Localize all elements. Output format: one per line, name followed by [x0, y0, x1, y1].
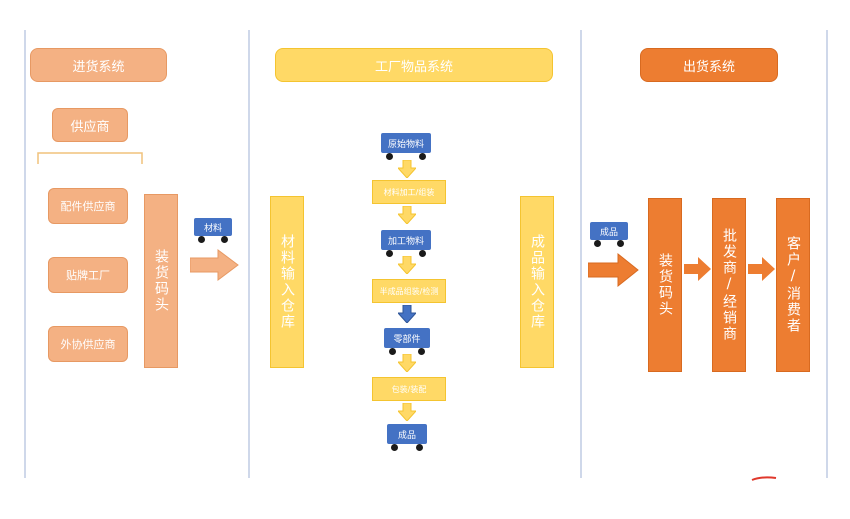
- supplier-item-0: 配件供应商: [48, 188, 128, 224]
- supplier-item-1: 贴牌工厂: [48, 257, 128, 293]
- wheel-icon: [418, 348, 425, 355]
- flow-step-3: 半成品组装/检测: [372, 279, 446, 303]
- supplier-item-2: 外协供应商: [48, 326, 128, 362]
- flow-step-1: 材料加工/组装: [372, 180, 446, 204]
- arrow-down-icon: [398, 305, 416, 323]
- arrow-down-icon: [398, 206, 416, 224]
- header-inbound: 进货系统: [30, 48, 167, 82]
- bracket: [37, 152, 143, 164]
- arrow-down-icon: [398, 160, 416, 178]
- wheel-icon: [389, 348, 396, 355]
- flow-step-6-body: 成品: [387, 424, 427, 444]
- wheel-icon: [594, 240, 601, 247]
- header-outbound-label: 出货系统: [682, 59, 735, 75]
- header-inbound-label: 进货系统: [72, 59, 125, 75]
- flow-step-2-body: 加工物料: [381, 230, 431, 250]
- arrow-right-icon: [190, 249, 239, 281]
- flow-step-6: 成品: [387, 424, 427, 451]
- flow-step-0: 原始物料: [381, 133, 431, 160]
- flow-step-5: 包装/装配: [372, 377, 446, 401]
- supplier-label: 供应商: [70, 119, 110, 135]
- divider-mid-left: [248, 30, 250, 478]
- outbound-dock-label: 装货码头: [657, 253, 673, 317]
- flow-step-5-label: 包装/装配: [391, 384, 427, 394]
- flow-step-4-body: 零部件: [384, 328, 430, 348]
- finished-warehouse: 成品输入仓库: [520, 196, 554, 368]
- divider-mid-right: [580, 30, 582, 478]
- header-outbound: 出货系统: [640, 48, 778, 82]
- arrow-right-icon: [748, 257, 775, 281]
- supplier-item-2-label: 外协供应商: [60, 338, 116, 351]
- outbound-dock: 装货码头: [648, 198, 682, 372]
- wheel-icon: [391, 444, 398, 451]
- finished-warehouse-label: 成品输入仓库: [529, 234, 545, 330]
- flow-step-2: 加工物料: [381, 230, 431, 257]
- arrow-down-icon: [398, 354, 416, 372]
- wholesale-label: 批发商/经销商: [721, 228, 737, 342]
- raw-warehouse-label: 材料输入仓库: [279, 234, 295, 330]
- flow-step-0-label: 原始物料: [387, 139, 424, 150]
- flow-step-0-body: 原始物料: [381, 133, 431, 153]
- arrow-right-icon: [684, 257, 711, 281]
- wholesale-box: 批发商/经销商: [712, 198, 746, 372]
- arrow-down-icon: [398, 403, 416, 421]
- raw-warehouse: 材料输入仓库: [270, 196, 304, 368]
- divider-right: [826, 30, 828, 478]
- flow-step-2-label: 加工物料: [387, 236, 424, 247]
- arrow-down-icon: [398, 256, 416, 274]
- truck-finished-label: 成品: [599, 227, 618, 238]
- arrow-right-icon: [588, 252, 639, 288]
- inbound-dock-label: 装货码头: [153, 249, 169, 313]
- truck-materials-label: 材料: [203, 223, 222, 234]
- header-factory: 工厂物品系统: [275, 48, 553, 82]
- truck-finished: 成品: [590, 222, 628, 247]
- customer-label: 客户/消费者: [785, 236, 801, 334]
- wheel-icon: [221, 236, 228, 243]
- flow-step-4: 零部件: [384, 328, 430, 355]
- wheel-icon: [416, 444, 423, 451]
- supplier-box: 供应商: [52, 108, 128, 142]
- flow-step-4-label: 零部件: [393, 334, 421, 345]
- flow-step-1-label: 材料加工/组装: [383, 187, 435, 197]
- truck-materials: 材料: [194, 218, 232, 243]
- divider-left: [24, 30, 26, 478]
- stroke-mark: [751, 476, 777, 481]
- wheel-icon: [198, 236, 205, 243]
- truck-finished-body: 成品: [590, 222, 628, 240]
- flow-step-3-label: 半成品组装/检测: [379, 286, 439, 296]
- truck-materials-body: 材料: [194, 218, 232, 236]
- supplier-item-0-label: 配件供应商: [60, 200, 116, 213]
- flow-step-6-label: 成品: [397, 430, 416, 441]
- inbound-dock: 装货码头: [144, 194, 178, 368]
- header-factory-label: 工厂物品系统: [374, 59, 453, 75]
- wheel-icon: [617, 240, 624, 247]
- wheel-icon: [386, 153, 393, 160]
- supplier-item-1-label: 贴牌工厂: [66, 269, 110, 282]
- customer-box: 客户/消费者: [776, 198, 810, 372]
- wheel-icon: [419, 153, 426, 160]
- wheel-icon: [386, 250, 393, 257]
- wheel-icon: [419, 250, 426, 257]
